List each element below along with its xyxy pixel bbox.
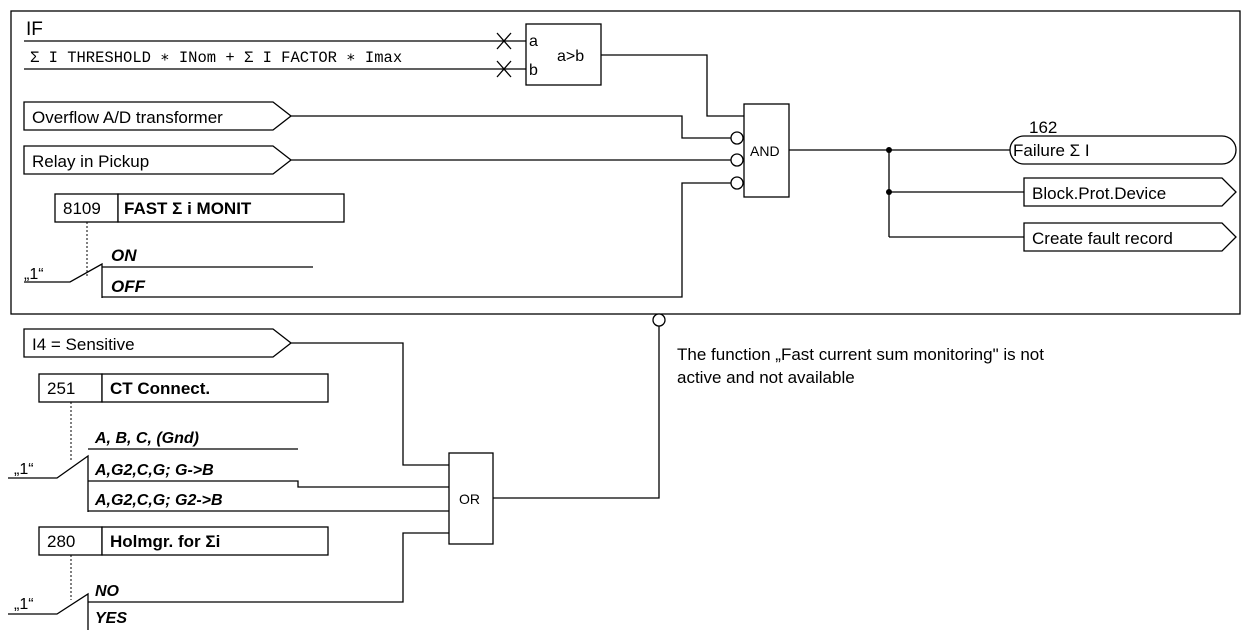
cross-marker-b — [496, 60, 512, 78]
output-failure-sum — [1009, 135, 1237, 165]
switch-const-ct: „1“ — [14, 461, 34, 478]
and-negation-1 — [730, 131, 744, 145]
param-251-name-box — [101, 373, 329, 403]
switch-const-top: „1“ — [24, 266, 44, 283]
and-gate — [743, 103, 790, 198]
param-280-name-box — [101, 526, 329, 556]
input-overflow-ad-label: Overflow A/D transformer — [32, 108, 223, 127]
output-failure-number: 162 — [1029, 118, 1057, 137]
switch-option-off: OFF — [111, 277, 146, 296]
holmgr-option-yes: YES — [95, 610, 127, 627]
input-i4-sensitive — [23, 328, 293, 358]
output-create-fault-record-label: Create fault record — [1032, 229, 1173, 248]
param-251-address-box — [38, 373, 103, 403]
signal-if: IF — [26, 19, 43, 40]
comparator-input-a: a — [529, 33, 538, 50]
comparator-block — [525, 23, 602, 86]
param-251-name: CT Connect. — [110, 379, 210, 398]
param-280-address-box — [38, 526, 103, 556]
cross-marker-a — [496, 32, 512, 50]
output-create-fault-record — [1023, 222, 1237, 252]
holmgr-option-no: NO — [95, 583, 120, 600]
switch-option-on: ON — [111, 246, 137, 265]
and-gate-label: AND — [750, 143, 780, 159]
or-output-negation — [652, 313, 666, 327]
input-i4-sensitive-label: I4 = Sensitive — [32, 335, 135, 354]
and-negation-3 — [730, 176, 744, 190]
output-block-prot-device — [1023, 177, 1237, 207]
param-280-address: 280 — [47, 532, 75, 551]
input-relay-pickup-label: Relay in Pickup — [32, 152, 149, 171]
ct-option-abc-gnd: A, B, C, (Gnd) — [94, 430, 199, 447]
ct-option-g-b: A,G2,C,G; G->B — [94, 462, 214, 479]
input-relay-pickup — [23, 145, 293, 175]
param-8109-address: 8109 — [63, 199, 101, 218]
switch-const-holmgr: „1“ — [14, 596, 34, 613]
output-block-prot-device-label: Block.Prot.Device — [1032, 184, 1166, 203]
output-failure-sum-label: Failure Σ I — [1013, 141, 1090, 160]
param-8109-name-box — [117, 193, 345, 223]
junction-dot-2 — [886, 189, 892, 195]
param-8109-name: FAST Σ i MONIT — [124, 199, 252, 218]
note-line-1: The function „Fast current sum monitorin… — [677, 345, 1044, 364]
comparator-input-b: b — [529, 62, 538, 79]
comparator-label: a>b — [557, 48, 584, 65]
ct-option-g2-b: A,G2,C,G; G2->B — [94, 492, 223, 509]
input-overflow-ad — [23, 101, 293, 131]
and-negation-2 — [730, 153, 744, 167]
note-line-2: active and not available — [677, 368, 855, 387]
param-280-name: Holmgr. for Σi — [110, 532, 220, 551]
threshold-formula: Σ I THRESHOLD ∗ INom + Σ I FACTOR ∗ Imax — [30, 49, 402, 67]
function-frame — [10, 10, 1241, 315]
or-gate — [448, 452, 494, 545]
or-gate-label: OR — [459, 491, 480, 507]
param-251-address: 251 — [47, 379, 75, 398]
junction-dot-1 — [886, 147, 892, 153]
